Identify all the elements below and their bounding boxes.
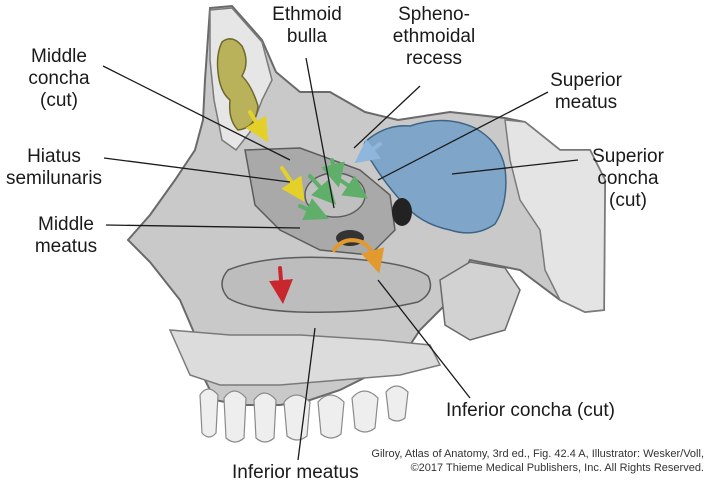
label-inferior-concha-cut: Inferior concha (cut) [446, 400, 615, 421]
sphenoid-bone-section [504, 119, 606, 313]
credit-line-2: ©2017 Thieme Medical Publishers, Inc. Al… [410, 462, 704, 474]
green-arrow-3 [321, 158, 345, 188]
inferior-concha [221, 256, 432, 314]
upper-teeth [199, 385, 409, 443]
green-arrow-2 [308, 174, 337, 205]
green-arrow-4 [338, 175, 368, 199]
leader-lines [102, 57, 579, 461]
yellow-arrow-frontal [245, 110, 269, 143]
airflow-arrows [245, 110, 385, 304]
orange-arrow-nasolacrimal [332, 238, 385, 274]
green-arrow-1 [298, 198, 329, 221]
label-inferior-meatus: Inferior meatus [232, 462, 359, 483]
image-credit: Gilroy, Atlas of Anatomy, 3rd ed., Fig. … [371, 447, 704, 475]
sphenoid-sinus [363, 119, 507, 234]
yellow-arrow-hiatus [280, 166, 305, 202]
credit-line-1: Gilroy, Atlas of Anatomy, 3rd ed., Fig. … [371, 448, 704, 460]
blue-arrow-sphenoid [354, 139, 382, 164]
red-arrow-inferior [269, 266, 293, 304]
nasal-ala [439, 261, 521, 341]
hard-palate [168, 329, 442, 386]
sphenoid-ostium [392, 198, 412, 226]
